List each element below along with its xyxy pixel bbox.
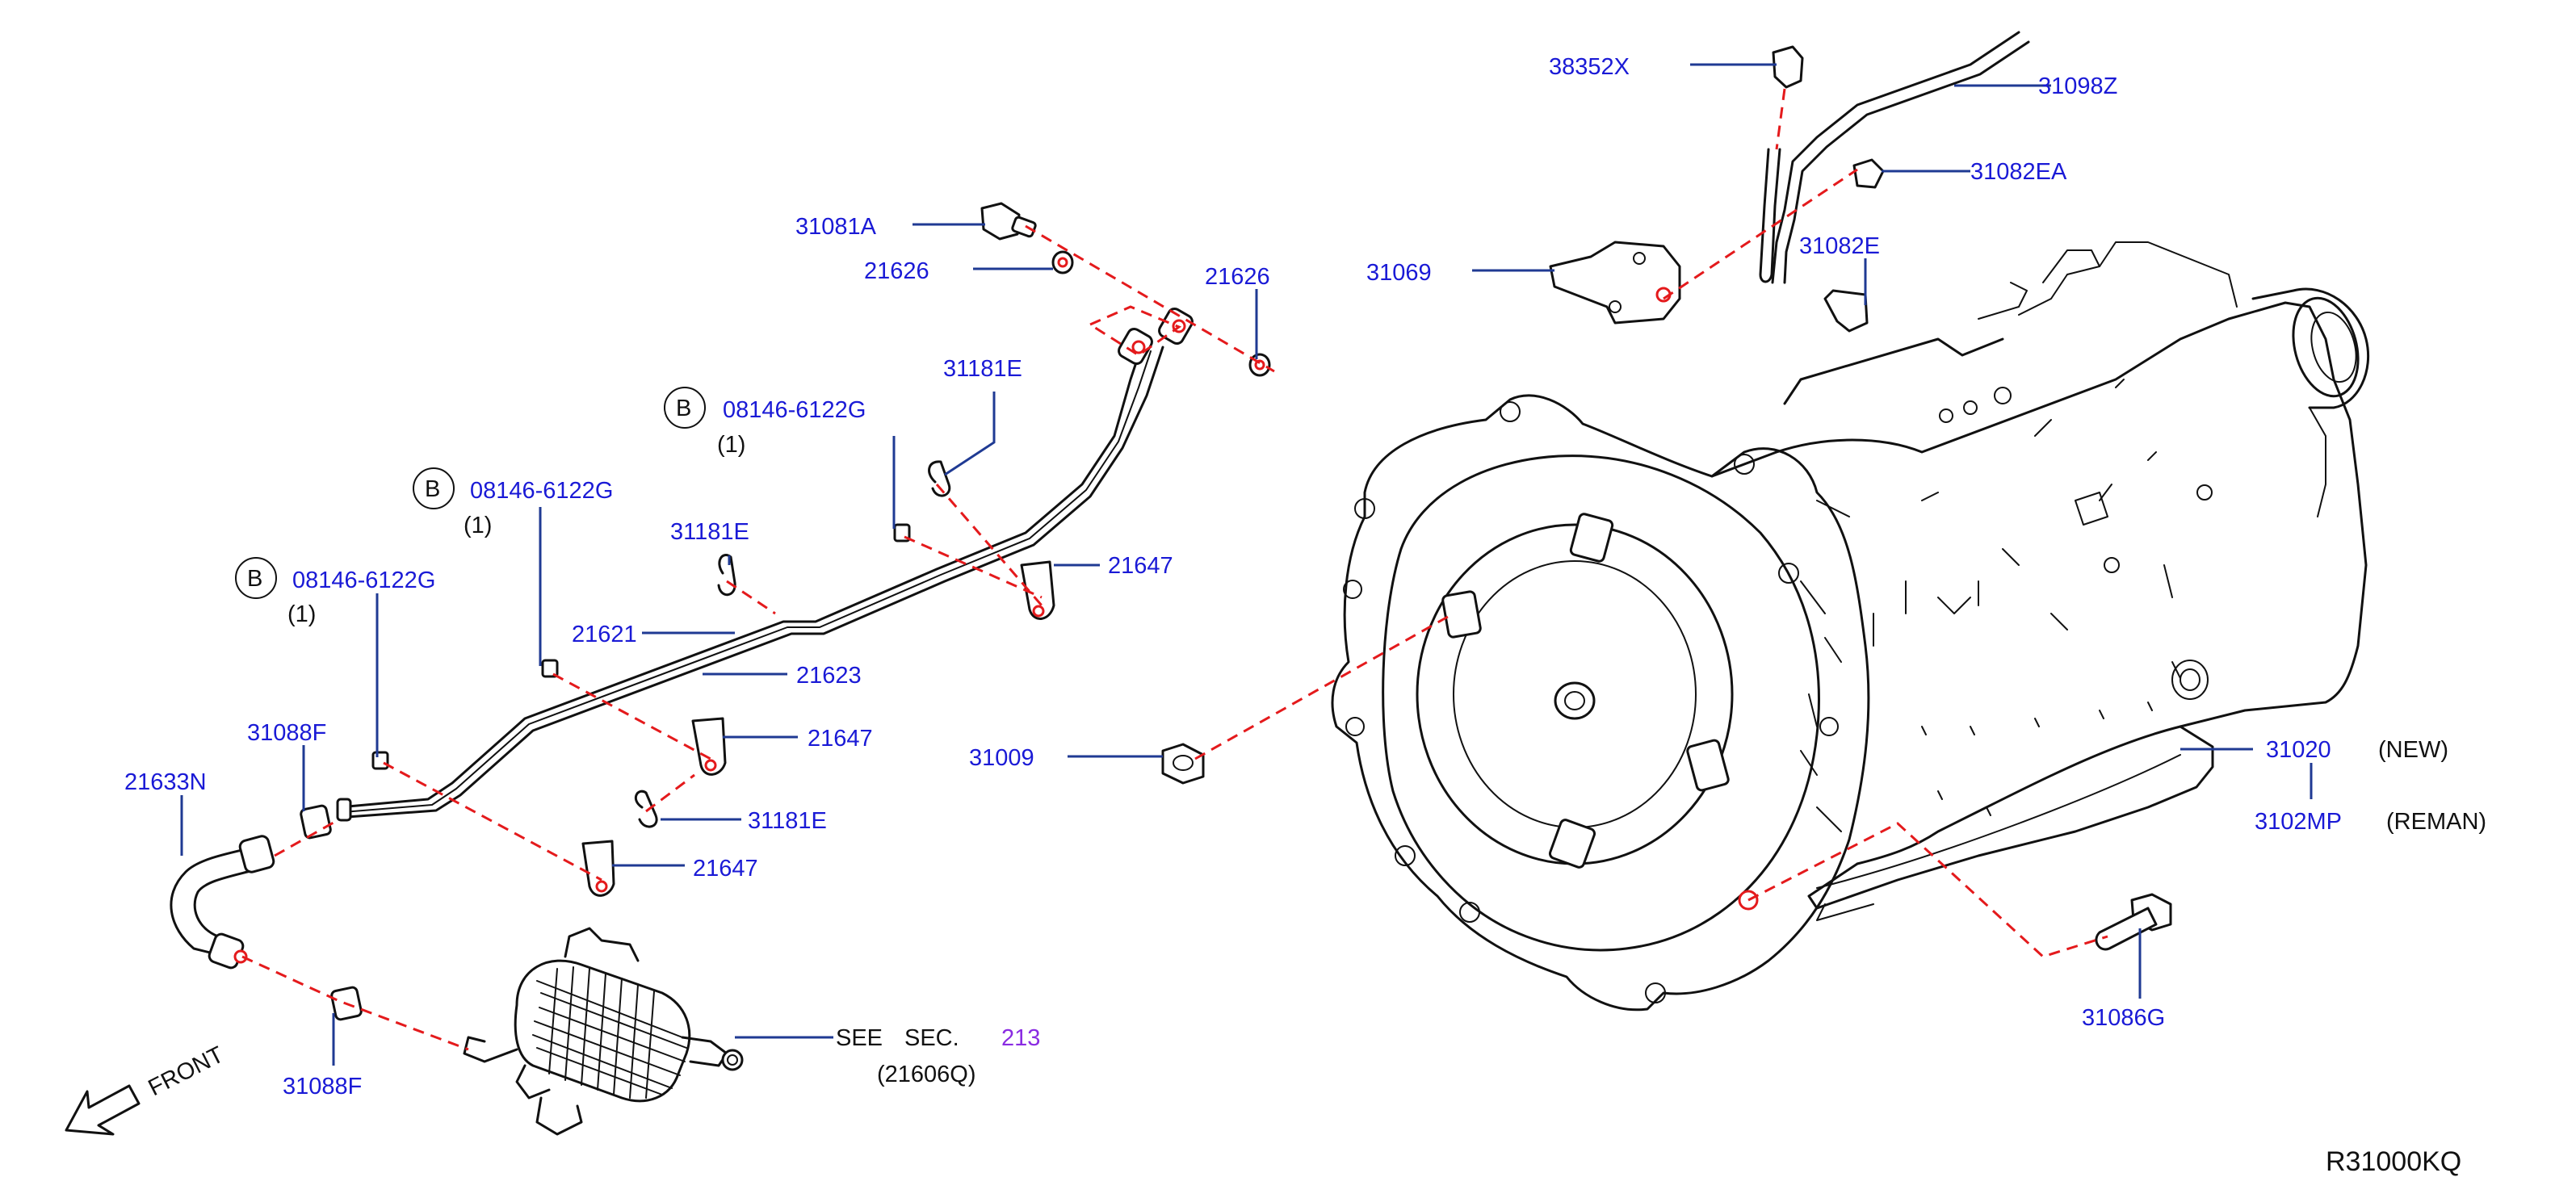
small-hardware-drawing — [371, 31, 2172, 951]
see-text: SEE — [836, 1025, 883, 1051]
label-31098z[interactable]: 31098Z — [2038, 73, 2117, 99]
bolt-marker-b-1: B — [676, 396, 691, 421]
label-21621[interactable]: 21621 — [572, 622, 637, 647]
label-3102mp[interactable]: 3102MP — [2255, 809, 2342, 835]
label-31088f-bottom[interactable]: 31088F — [283, 1074, 362, 1100]
label-31020[interactable]: 31020 — [2266, 737, 2331, 763]
hose-21633n-drawing — [170, 835, 275, 970]
label-31082e[interactable]: 31082E — [1799, 233, 1880, 259]
qty-08146-middle: (1) — [464, 513, 492, 538]
label-21623[interactable]: 21623 — [796, 663, 862, 689]
label-08146-6122g-top[interactable]: 08146-6122G — [723, 397, 866, 423]
label-08146-6122g-bottom[interactable]: 08146-6122G — [292, 568, 435, 593]
label-21633n[interactable]: 21633N — [124, 769, 207, 795]
leader-lines — [180, 63, 2313, 1066]
bolt-marker-b-3: B — [247, 566, 262, 592]
assembly-connection-lines — [241, 88, 2108, 1051]
label-31069[interactable]: 31069 — [1366, 260, 1432, 286]
front-label: FRONT — [145, 1041, 229, 1101]
bolt-marker-circles — [235, 387, 706, 599]
qty-08146-bottom: (1) — [287, 601, 316, 627]
label-38352x[interactable]: 38352X — [1549, 54, 1630, 80]
cooler-tubes-drawing — [336, 307, 1194, 822]
note-reman: (REMAN) — [2386, 809, 2486, 835]
label-31082ea[interactable]: 31082EA — [1970, 159, 2067, 185]
bolt-marker-b-2: B — [425, 476, 440, 502]
label-21626-right[interactable]: 21626 — [1205, 264, 1270, 290]
diagram-code: R31000KQ — [2326, 1146, 2461, 1177]
front-arrow-icon — [65, 1084, 141, 1136]
sec-text: SEC. — [904, 1025, 959, 1051]
label-31009[interactable]: 31009 — [969, 745, 1034, 771]
qty-08146-top: (1) — [717, 432, 745, 458]
transmission-assembly-drawing — [1331, 241, 2370, 1012]
label-31086g[interactable]: 31086G — [2082, 1005, 2165, 1031]
label-08146-6122g-middle[interactable]: 08146-6122G — [470, 478, 613, 504]
label-21606q: (21606Q) — [877, 1062, 976, 1087]
oil-cooler-drawing — [463, 927, 744, 1136]
part-labels: 38352X 31098Z 31082EA 31082E 31069 31081… — [124, 54, 2486, 1177]
label-21647-middle[interactable]: 21647 — [808, 726, 873, 752]
label-21647-bottom[interactable]: 21647 — [693, 856, 758, 882]
label-21647-top[interactable]: 21647 — [1108, 553, 1173, 579]
label-31181e-top[interactable]: 31181E — [943, 356, 1022, 382]
label-21626-left[interactable]: 21626 — [864, 258, 929, 284]
label-31081a[interactable]: 31081A — [795, 214, 877, 240]
label-31088f-top[interactable]: 31088F — [247, 720, 326, 746]
section-213-link[interactable]: 213 — [1001, 1025, 1040, 1051]
label-31181e-bottom[interactable]: 31181E — [748, 808, 827, 834]
label-31181e-middle[interactable]: 31181E — [670, 519, 749, 545]
note-new: (NEW) — [2378, 737, 2448, 763]
